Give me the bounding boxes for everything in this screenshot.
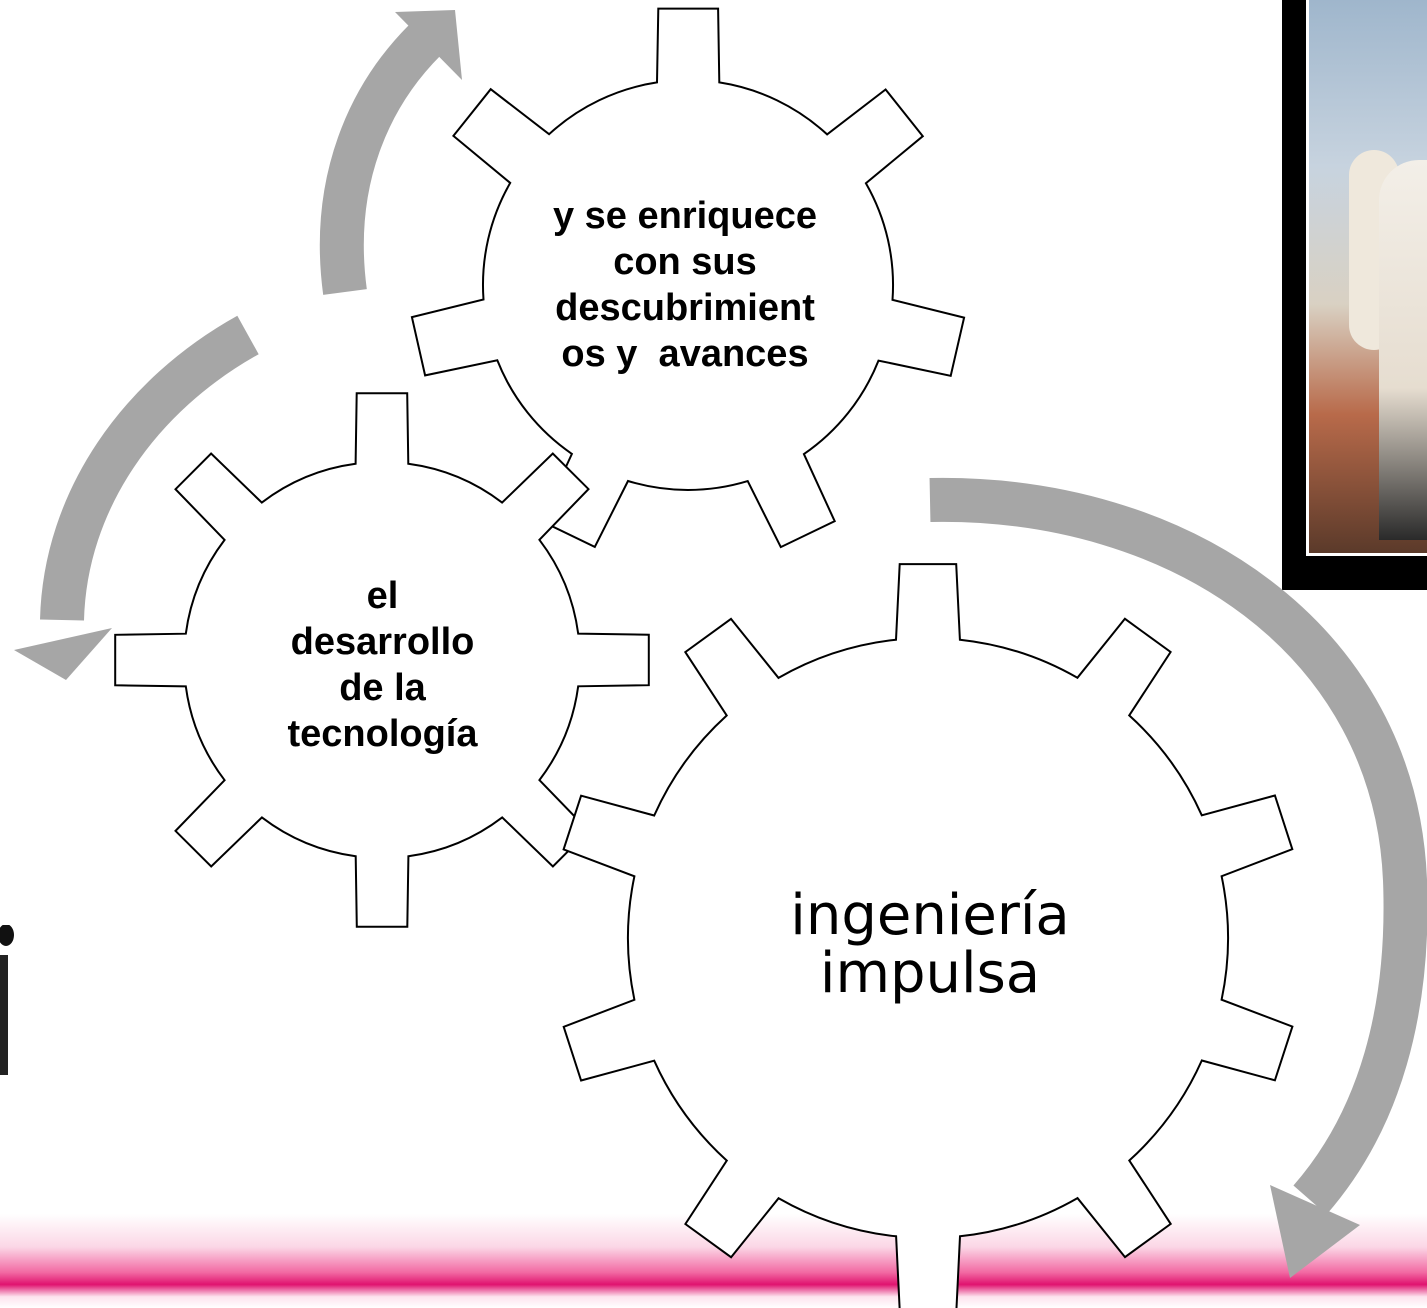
edge-glyph-icon (0, 925, 14, 1075)
gear-big-line: ingeniería (790, 883, 1070, 948)
gears (114, 7, 1294, 1308)
gear-left-line: de la (339, 667, 426, 709)
gear-big-line: impulsa (819, 941, 1041, 1006)
gear-left-line: desarrollo (290, 621, 475, 663)
gear-top-label: y se enriquece con sus descubrimient os … (520, 160, 850, 410)
gear-top-line: con sus (613, 241, 757, 283)
gear-left-line: tecnología (287, 713, 478, 755)
photo (1306, 0, 1427, 556)
cycle-arrow-right (929, 477, 1427, 1278)
gear-top-icon (410, 7, 966, 549)
gear-top-line: os y avances (561, 333, 809, 375)
gear-left-icon (114, 392, 650, 928)
photo-figure (1379, 160, 1427, 540)
cycle-arrows (14, 10, 1427, 1278)
gear-top-line: y se enriquece (552, 195, 818, 237)
cycle-arrow-top (319, 10, 462, 295)
gear-left-line: el (366, 575, 399, 617)
gear-big-label: ingeniería impulsa (700, 870, 1160, 1020)
gear-top-line: descubrimient (555, 287, 815, 329)
cycle-arrow-left (14, 315, 259, 680)
gear-big-icon (562, 563, 1294, 1308)
gear-left-label: el desarrollo de la tecnología (250, 550, 515, 780)
